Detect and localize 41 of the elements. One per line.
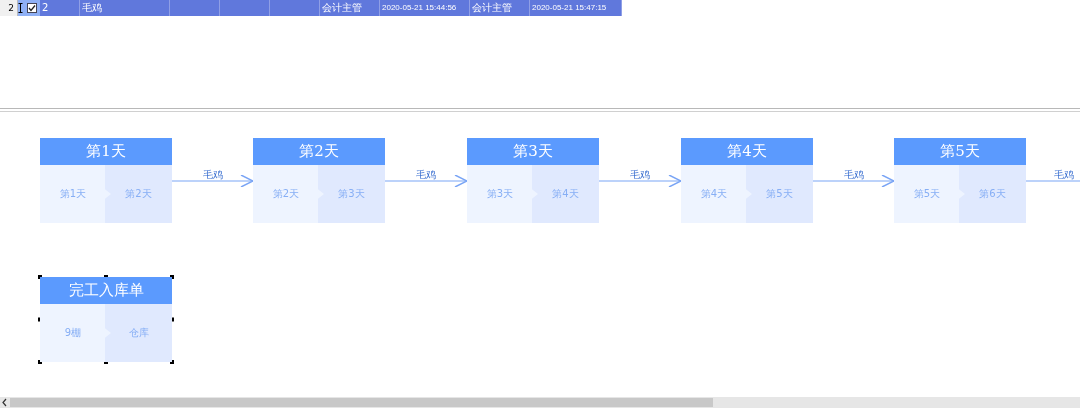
day-panel: 第5天 <box>746 165 813 223</box>
day-label: 第1天 <box>58 187 88 201</box>
process-card <box>253 138 385 223</box>
grid-cell: 会计主管 <box>320 0 380 16</box>
edge-label: 毛鸡 <box>415 169 437 180</box>
grid-cell: 会计主管 <box>470 0 530 16</box>
process-card <box>40 138 172 223</box>
card-header: 第1天 <box>40 138 172 165</box>
day-label: 第3天 <box>485 187 515 201</box>
grid-cell: 毛鸡 <box>80 0 170 16</box>
day-panel: 仓库 <box>105 304 172 362</box>
grid-cell: 2 <box>0 0 18 16</box>
day-label: 第4天 <box>699 187 729 201</box>
card-header: 第3天 <box>467 138 599 165</box>
process-card <box>681 138 813 223</box>
day-panel: 第4天 <box>532 165 599 223</box>
arrow <box>812 174 895 188</box>
day-label: 第2天 <box>271 187 301 201</box>
arrow <box>598 174 682 188</box>
card-header: 第5天 <box>894 138 1026 165</box>
edge-label: 毛鸡 <box>842 169 865 180</box>
card-header: 第4天 <box>681 138 813 165</box>
day-panel: 第6天 <box>959 165 1026 223</box>
day-label: 第5天 <box>912 187 942 201</box>
day-label: 9棚 <box>63 326 83 340</box>
card-header: 完工入库单 <box>40 277 172 304</box>
grid-cell: 2 <box>40 0 80 16</box>
card-header: 第2天 <box>253 138 385 165</box>
edge-label: 毛鸡 <box>1053 169 1075 180</box>
edge-label: 毛鸡 <box>629 169 651 180</box>
connector-line <box>1025 180 1080 182</box>
grid-cell: 2020-05-21 15:47:15 <box>530 0 622 16</box>
arrow <box>171 174 254 188</box>
grid-cell: 2020-05-21 15:44:56 <box>380 0 470 16</box>
process-card <box>467 138 599 223</box>
process-card <box>40 277 172 362</box>
edge-label: 毛鸡 <box>201 169 224 180</box>
process-card <box>894 138 1026 223</box>
day-panel: 第2天 <box>105 165 172 223</box>
day-panel: 第3天 <box>318 165 385 223</box>
arrow <box>384 174 468 188</box>
